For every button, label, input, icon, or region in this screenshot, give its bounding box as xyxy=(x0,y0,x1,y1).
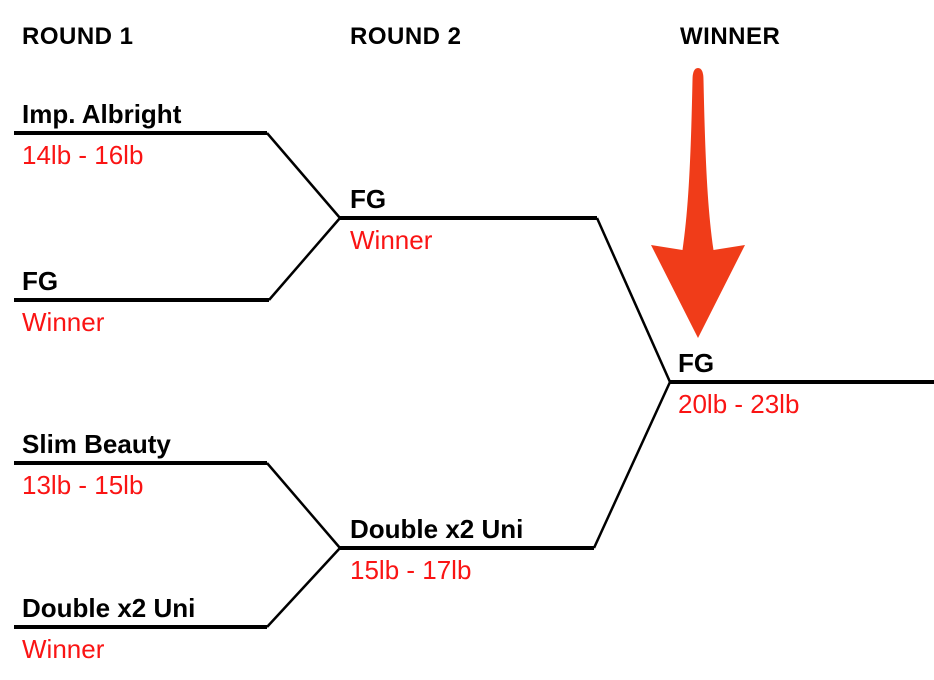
round1-entry3-value: 13lb - 15lb xyxy=(22,470,144,500)
round1-entry2-name: FG xyxy=(22,266,59,296)
round1-entry3-name: Slim Beauty xyxy=(22,429,171,459)
round2-entry2-name: Double x2 Uni xyxy=(350,514,524,544)
round1-entry2-value: Winner xyxy=(22,307,105,337)
winner-value: 20lb - 23lb xyxy=(678,389,800,419)
header-round-1: ROUND 1 xyxy=(22,23,134,50)
header-round-2: ROUND 2 xyxy=(350,23,462,50)
connector-diagonal xyxy=(595,217,672,383)
round1-entry1-name: Imp. Albright xyxy=(22,99,182,129)
connector-diagonal xyxy=(266,462,341,549)
round2-entry1-value: Winner xyxy=(350,225,433,255)
round2-entry1-name: FG xyxy=(350,184,387,214)
round1-entry4-name: Double x2 Uni xyxy=(22,593,196,623)
connector-diagonal xyxy=(592,381,672,549)
round1-entry4-value: Winner xyxy=(22,634,105,664)
winner-name: FG xyxy=(678,348,715,378)
header-winner: WINNER xyxy=(680,23,781,50)
round2-entry2-value: 15lb - 17lb xyxy=(350,555,472,585)
connector-diagonal xyxy=(266,547,341,628)
connector-diagonal xyxy=(268,217,341,301)
connector-diagonal xyxy=(266,132,341,219)
round1-entry1-value: 14lb - 16lb xyxy=(22,140,144,170)
down-arrow-icon xyxy=(651,68,745,338)
